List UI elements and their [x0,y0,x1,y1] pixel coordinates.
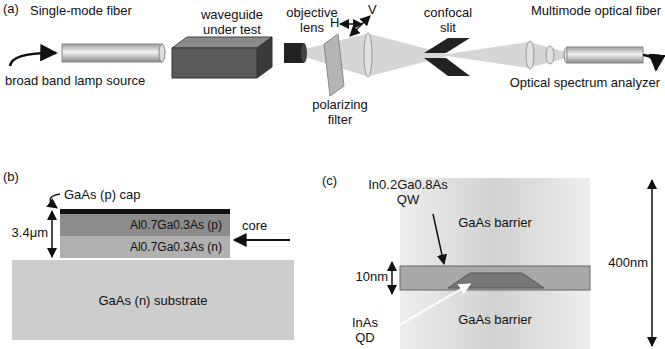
layer-label: InAs QD [342,316,388,346]
layer-name: Al0.7Ga0.3As (p) [130,218,222,232]
lens [546,46,554,64]
dimension-label: 3.4μm [2,226,48,241]
beam [305,34,566,76]
input-fiber [10,44,165,66]
component-label: Multimode optical fiber [506,4,661,19]
panel-label: (c) [322,174,337,189]
component-label: confocal slit [418,6,478,36]
polarization-label: V [368,3,377,18]
dimension-label: 10nm [340,270,388,285]
structure-ground [400,178,590,349]
component-label: polarizing filter [300,98,380,128]
panel-label: (a) [3,2,19,17]
polarization-arrows [340,16,370,36]
layer-label: GaAs (p) cap [64,188,141,203]
layer-name: GaAs barrier [458,215,532,230]
objective-lens [284,43,307,63]
leader [50,194,60,208]
layer-label: core [242,219,267,234]
waveguide-block [172,37,272,78]
leader [234,239,290,241]
substrate-layer: GaAs (n) substrate [12,260,294,340]
n-cladding-layer: Al0.7Ga0.3As (n) [60,236,230,258]
component-label: waveguide under test [192,8,272,38]
lens [364,33,372,77]
layer-label: In0.2Ga0.8As QW [362,178,454,208]
p-cladding-layer: Al0.7Ga0.3As (p) [60,214,230,236]
dimension-arrow [651,180,653,346]
output-fiber [564,47,656,70]
layer-name: GaAs barrier [458,312,532,327]
polarizing-filter [324,34,344,96]
dimension-label: 400nm [594,256,648,271]
barrier-layer: GaAs barrier [400,290,590,349]
component-label: Optical spectrum analyzer [480,76,660,91]
layer-name: Al0.7Ga0.3As (n) [130,240,222,254]
layer-name: GaAs (n) substrate [98,293,207,308]
confocal-slit [424,38,470,76]
quantum-well [400,266,590,290]
panel-label: (b) [3,170,19,185]
component-label: broad band lamp source [5,74,145,89]
leader [433,214,444,264]
dimension-arrow [51,211,53,257]
polarization-label: H [330,16,339,31]
component-label: Single-mode fiber [30,4,132,19]
quantum-dot [448,273,544,288]
lens [526,41,534,69]
dimension-arrow [391,262,393,294]
